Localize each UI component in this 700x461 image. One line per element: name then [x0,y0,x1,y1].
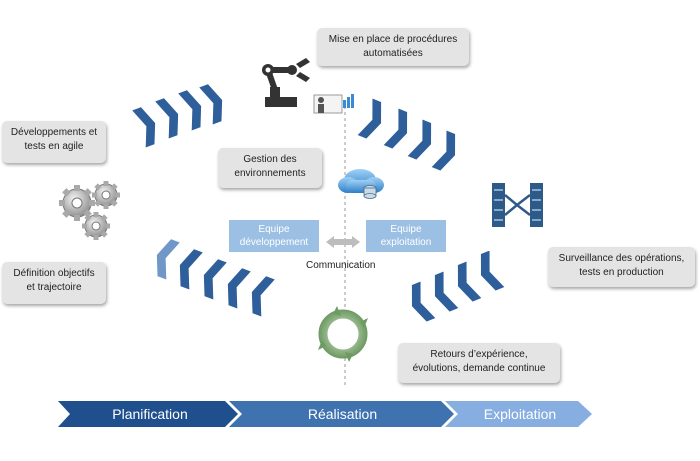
chevron-arrow [198,83,223,126]
callout-automation-line1: Mise en place de procédures [328,34,458,45]
chevron-arrows-top-left [131,83,223,149]
phase-segment-planification [58,401,238,427]
chevron-arrow [406,118,432,161]
callout-objectives-line2: et trajectoire [26,282,82,293]
chevron-arrow [356,97,382,140]
team-ops-box: Equipe exploitation [366,220,446,252]
callout-objectives: Définition objectifs et trajectoire [2,262,106,304]
chevron-arrow [480,249,506,292]
callout-dev-line1: Développements et [10,127,98,138]
presentation-icon [313,94,354,114]
chevron-arrow [382,107,408,150]
chevron-arrow [457,260,483,303]
chevron-arrows-bottom-left [156,238,276,318]
cycle-arrows-icon [318,306,368,362]
communication-double-arrow [326,236,360,248]
chevron-arrow [411,280,437,323]
team-ops-line2: exploitation [380,237,432,248]
robot-arm-icon [262,58,310,107]
gears-icon [59,181,120,240]
team-dev-box: Equipe développement [229,220,319,252]
phase-label-exploitation: Exploitation [483,406,557,422]
callout-env-line2: environnements [234,168,306,179]
chevron-arrow [251,275,276,318]
chevron-arrow [154,97,179,140]
callout-objectives-line1: Définition objectifs [13,268,95,279]
chevron-arrow [156,238,181,281]
communication-label: Communication [306,260,376,271]
phase-segment-realisation [229,401,454,427]
callout-monitoring-line2: tests en production [579,267,664,278]
callout-env: Gestion des environnements [218,148,322,188]
callout-monitoring-line1: Surveillance des opérations, [558,253,685,264]
phase-label-planification: Planification [112,406,188,422]
chevron-arrow [131,106,156,149]
callout-feedback: Retours d’expérience, évolutions, demand… [398,343,560,383]
phase-label-realisation: Réalisation [307,406,378,422]
servers-network-icon [492,183,543,227]
chevron-arrow [203,258,228,301]
callout-dev: Développements et tests en agile [2,121,106,163]
chevron-arrow [179,248,204,291]
cloud-database-icon [338,169,384,199]
team-dev-line2: développement [239,237,309,248]
chevron-arrow [177,89,202,132]
phase-segment-exploitation [445,401,592,427]
chevron-arrows-top-right [356,97,456,172]
callout-feedback-line2: évolutions, demande continue [412,363,546,374]
callout-automation-line2: automatisées [363,48,423,59]
chevron-arrow [434,270,460,313]
team-dev-line1: Equipe [258,224,290,235]
callout-monitoring: Surveillance des opérations, tests en pr… [548,247,695,287]
callout-feedback-line1: Retours d’expérience, [430,349,528,360]
chevron-arrow [227,267,252,310]
chevron-arrows-bottom-right [411,249,506,323]
team-ops-line1: Equipe [390,224,422,235]
chevron-arrow [430,129,456,172]
callout-dev-line2: tests en agile [24,141,84,152]
callout-automation: Mise en place de procédures automatisées [317,28,469,66]
phase-banner [58,401,592,427]
callout-env-line1: Gestion des [243,154,297,165]
